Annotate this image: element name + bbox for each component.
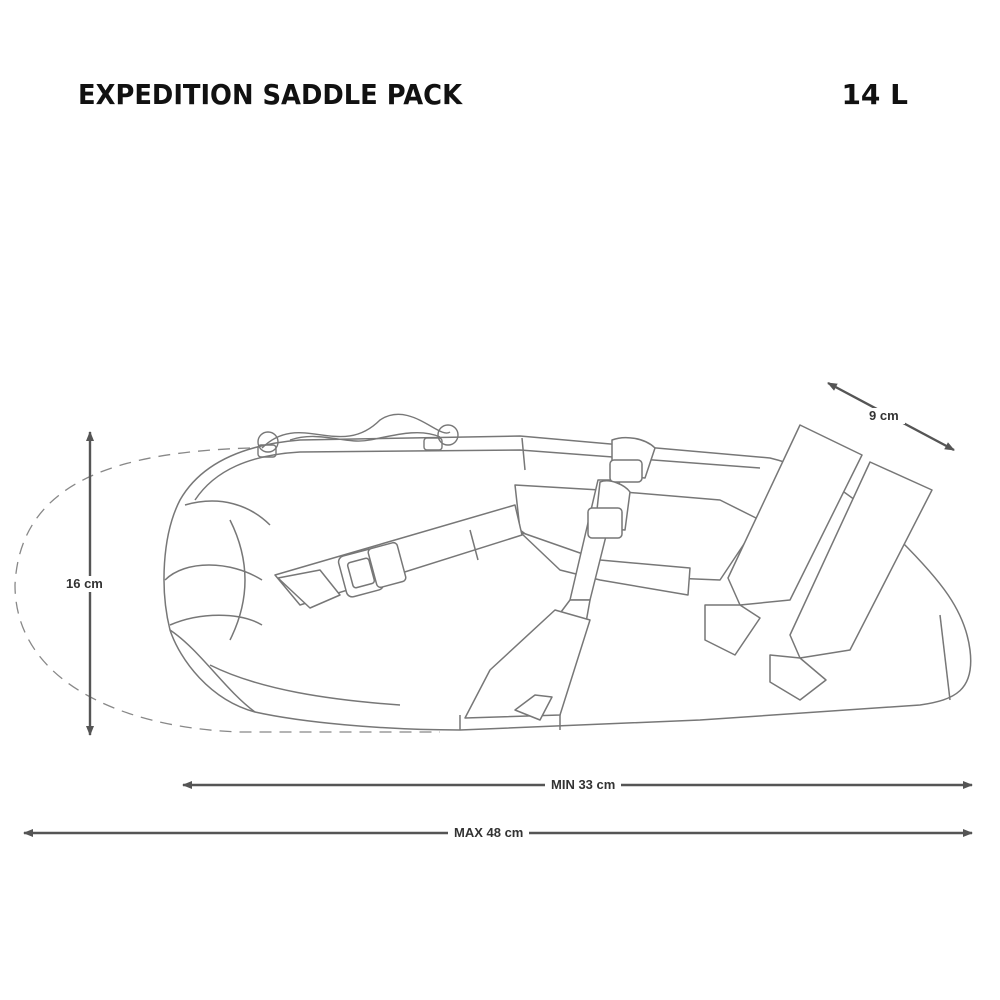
min-length-dimension-label: MIN 33 cm [545, 777, 622, 793]
max-length-dimension-label: MAX 48 cm [448, 825, 530, 841]
vertical-strap [464, 436, 656, 721]
expanded-outline-dashed [14, 447, 440, 733]
attachment-straps [704, 424, 933, 701]
side-buckle [277, 541, 407, 609]
bungee-cord [257, 413, 459, 458]
product-title: EXPEDITION SADDLE PACK [78, 78, 463, 111]
width-dimension-label: 9 cm [863, 408, 905, 424]
volume-label: 14 L [841, 78, 908, 111]
bag-body [163, 435, 972, 731]
height-dimension-label: 16 cm [60, 576, 109, 592]
